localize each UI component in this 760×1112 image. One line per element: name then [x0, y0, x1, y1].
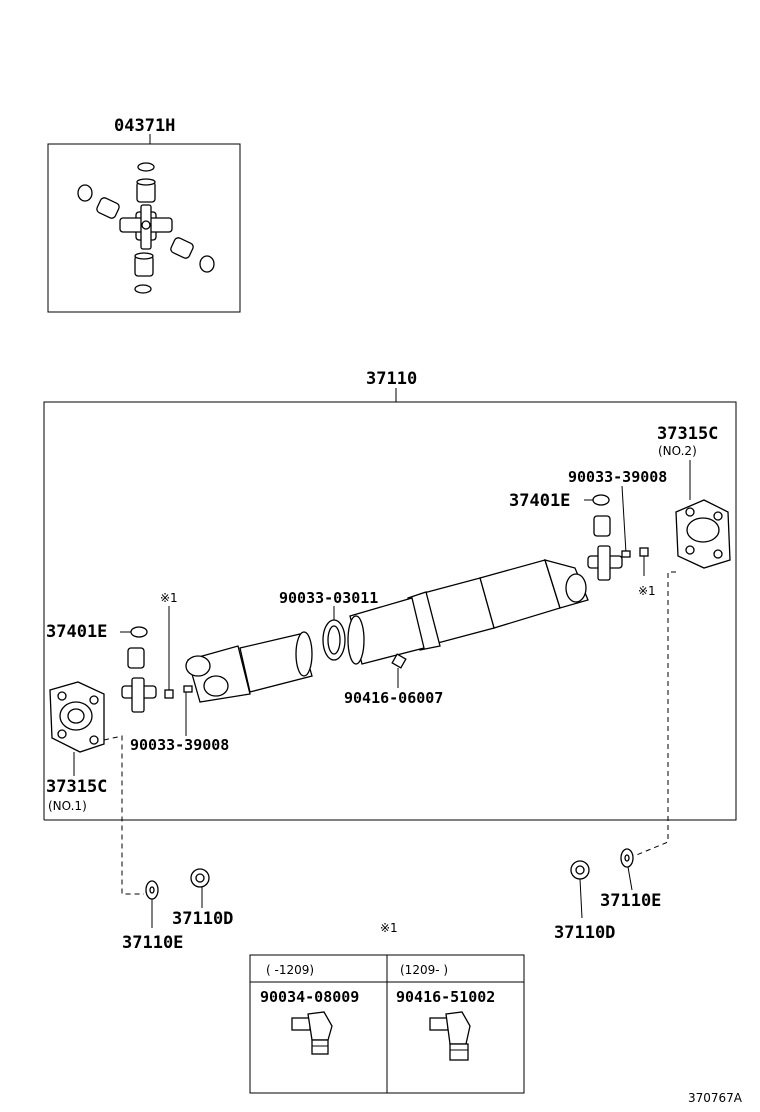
spider-left-illustration: [121, 647, 157, 713]
table-col2-part[interactable]: 90416-51002: [396, 988, 495, 1006]
ref-mark-left: ※1: [160, 591, 178, 605]
label-snap-ring-right[interactable]: 37401E: [509, 491, 570, 511]
snap-ring-right-illustration: [592, 494, 610, 506]
fitting-90416-illustration: [429, 1011, 471, 1061]
bushing-right-illustration: [570, 860, 590, 880]
washer-right-illustration: [620, 848, 634, 868]
assembly-box: [43, 401, 737, 821]
table-col2-range: (1209- ): [400, 963, 448, 977]
label-washer-right[interactable]: 37110E: [600, 891, 661, 911]
spider-right-illustration: [587, 515, 623, 581]
bolt-top-illustration: [621, 550, 631, 558]
table-col1-range: ( -1209): [266, 963, 314, 977]
flange-no1-illustration: [49, 681, 105, 753]
label-bolt-bottom[interactable]: 90033-39008: [130, 736, 229, 754]
table-ref-mark: ※1: [380, 921, 398, 935]
label-flange-no2[interactable]: 37315C: [657, 424, 718, 444]
label-washer-left[interactable]: 37110E: [122, 933, 183, 953]
kit-part-number[interactable]: 04371H: [114, 116, 175, 136]
fitting-90034-illustration: [291, 1011, 333, 1055]
table-col1-part[interactable]: 90034-08009: [260, 988, 359, 1006]
propeller-shaft-illustration: [185, 559, 589, 703]
label-bushing-right[interactable]: 37110D: [554, 923, 615, 943]
washer-left-illustration: [145, 880, 159, 900]
flange-no2-illustration: [675, 499, 731, 569]
grease-fitting-illustration: [391, 653, 407, 669]
bushing-left-illustration: [190, 868, 210, 888]
label-flange-no1[interactable]: 37315C: [46, 777, 107, 797]
kit-box: [47, 143, 241, 313]
label-bolt-top[interactable]: 90033-39008: [568, 468, 667, 486]
spider-kit-illustration: [77, 162, 215, 294]
label-flange-no1-note: (NO.1): [48, 799, 87, 813]
assembly-part-number[interactable]: 37110: [366, 369, 417, 389]
label-grease-fitting[interactable]: 90416-06007: [344, 689, 443, 707]
label-snap-ring-left[interactable]: 37401E: [46, 622, 107, 642]
label-bushing-left[interactable]: 37110D: [172, 909, 233, 929]
bolt-bottom-illustration: [183, 685, 193, 693]
ref-mark-right: ※1: [638, 584, 656, 598]
label-seal[interactable]: 90033-03011: [279, 589, 378, 607]
snap-ring-left-illustration: [130, 626, 148, 638]
label-flange-no2-note: (NO.2): [658, 444, 697, 458]
figure-code: 370767A: [688, 1091, 743, 1105]
